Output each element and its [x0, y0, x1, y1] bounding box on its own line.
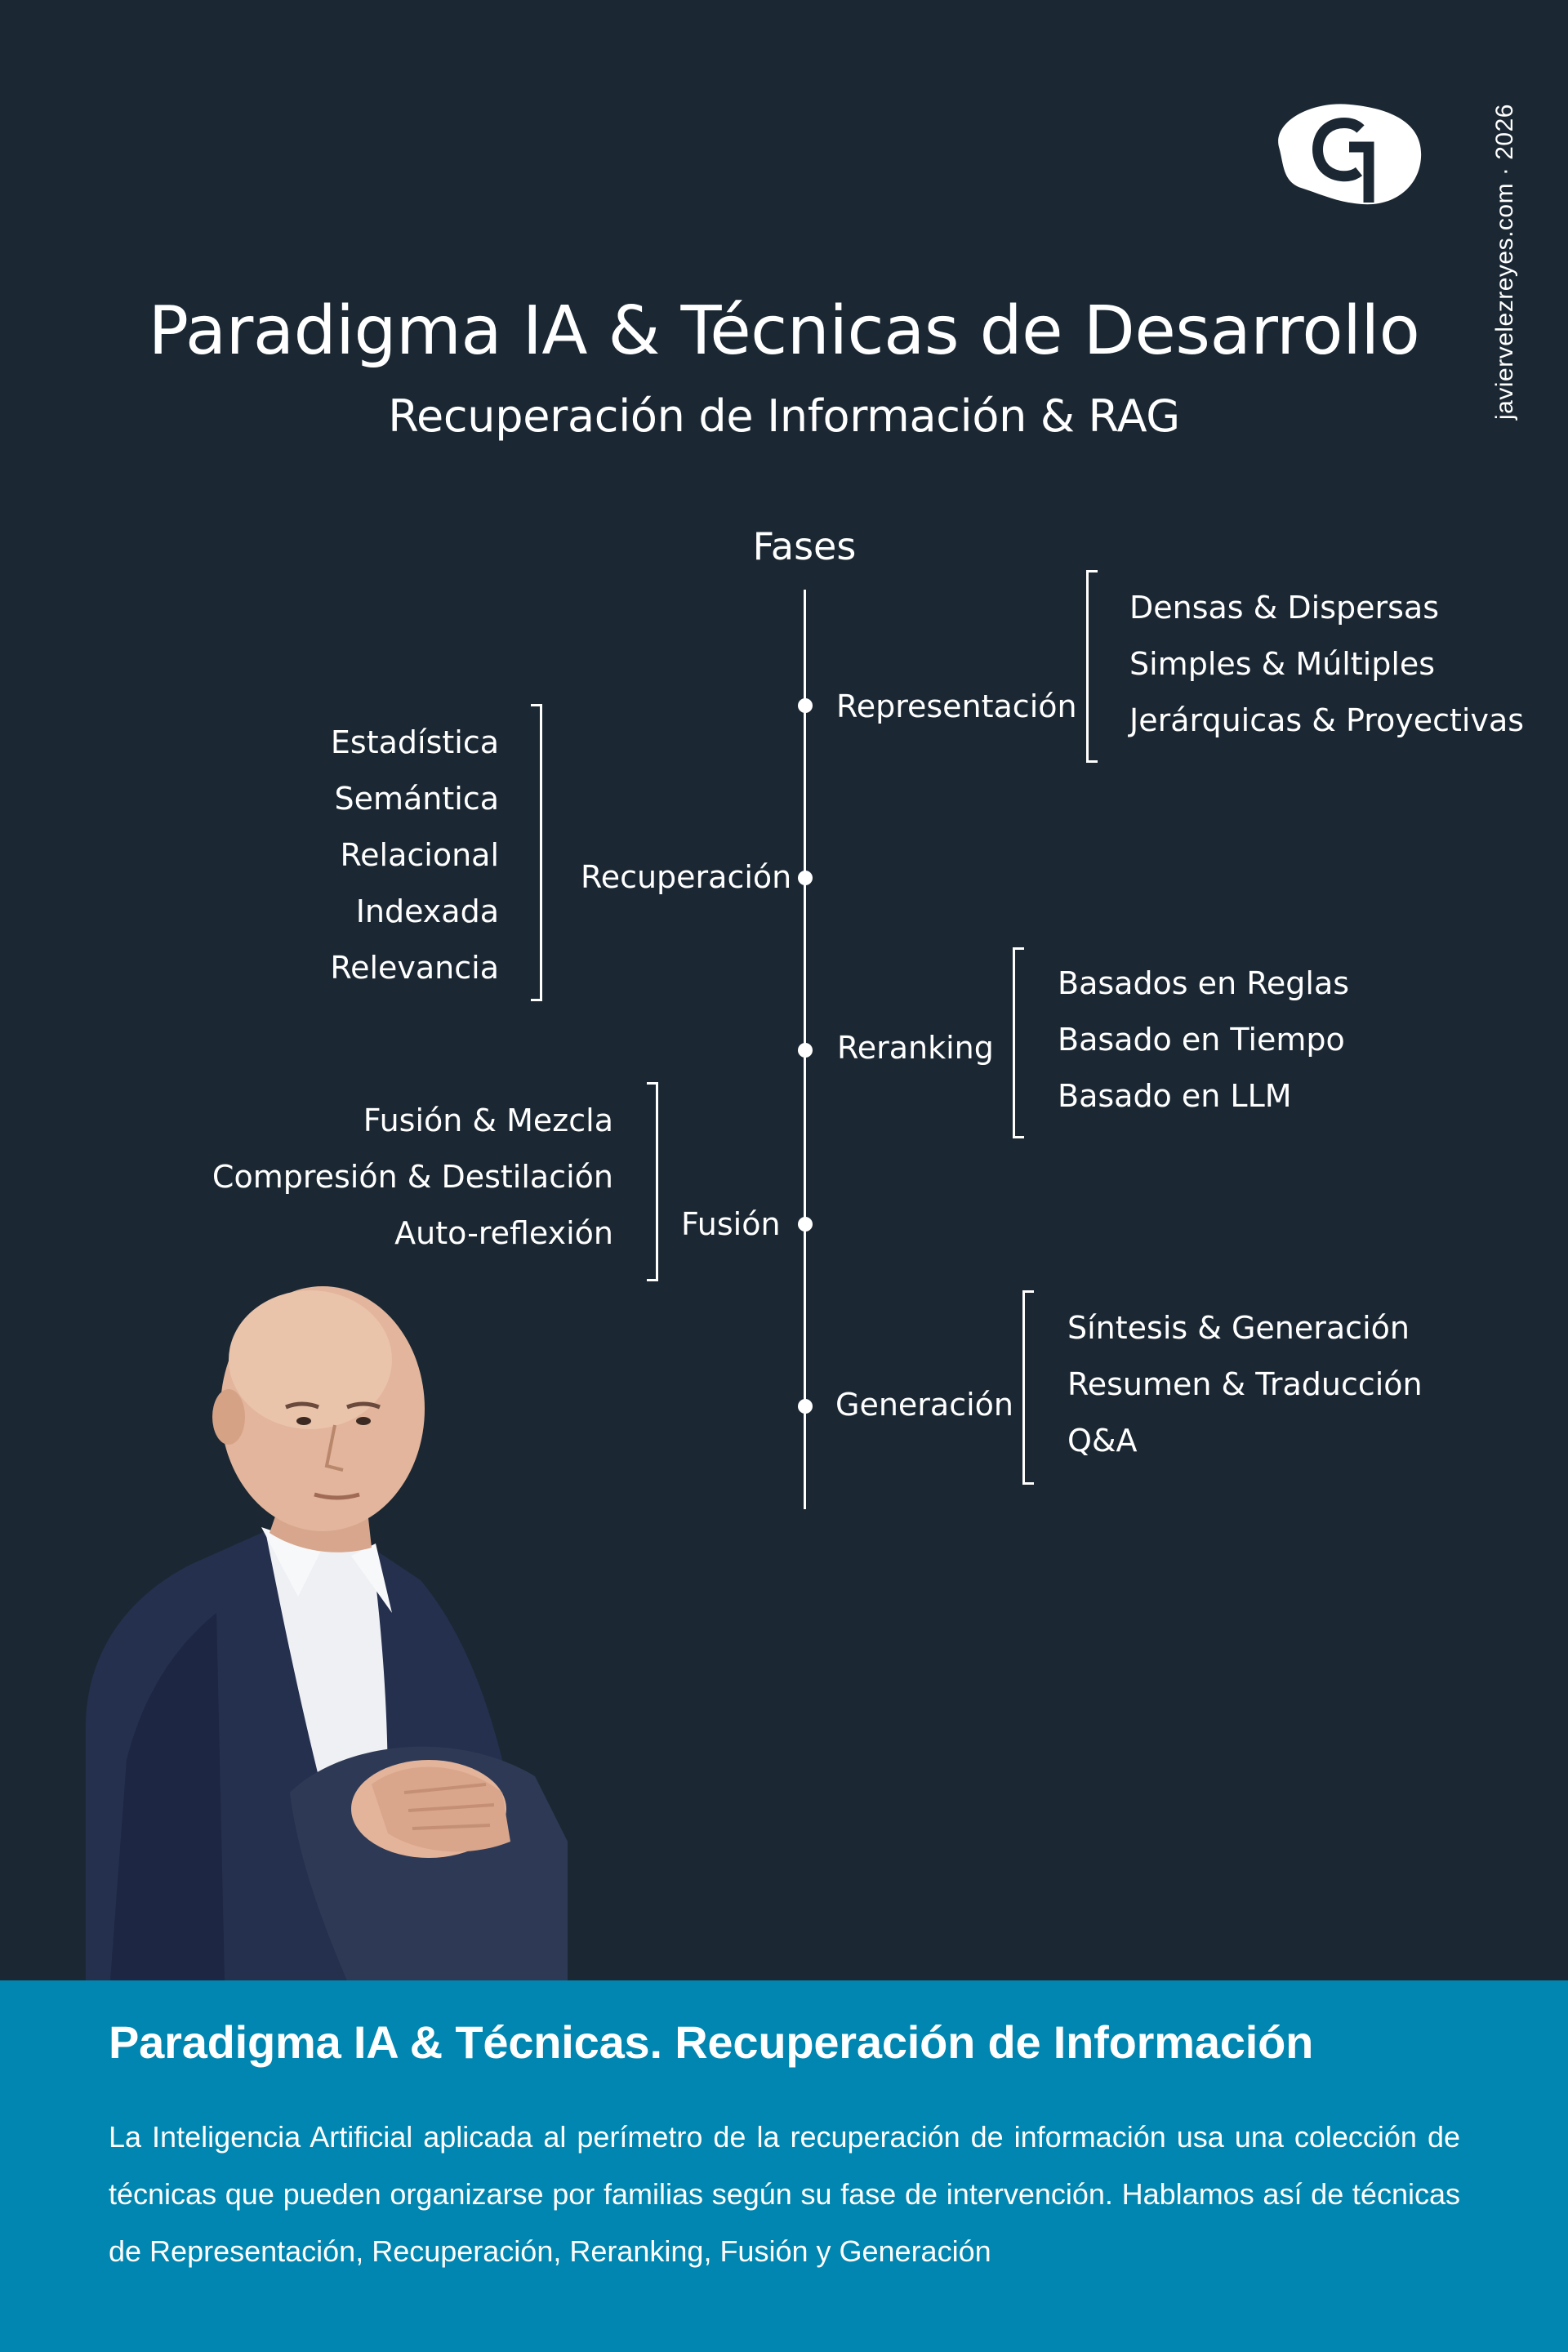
technique-item: Basado en LLM [1058, 1078, 1292, 1114]
technique-list-fusion: Fusión & Mezcla Compresión & Destilación… [212, 1093, 613, 1262]
technique-list-representacion: Densas & Dispersas Simples & Múltiples J… [1129, 580, 1524, 749]
footer-description: La Inteligencia Artificial aplicada al p… [109, 2120, 1460, 2268]
phase-label-generacion: Generación [835, 1387, 1013, 1423]
technique-list-reranking: Basados en Reglas Basado en Tiempo Basad… [1058, 956, 1349, 1125]
footer-title: Paradigma IA & Técnicas. Recuperación de… [109, 2016, 1314, 2068]
technique-list-recuperacion: Estadística Semántica Relacional Indexad… [330, 715, 499, 996]
technique-item: Q&A [1067, 1423, 1138, 1459]
technique-item: Fusión & Mezcla [363, 1102, 613, 1138]
technique-item: Resumen & Traducción [1067, 1366, 1423, 1402]
logo-icon [1278, 104, 1422, 205]
node-dot-recuperacion [798, 871, 813, 885]
node-dot-fusion [798, 1217, 813, 1232]
node-dot-generacion [798, 1399, 813, 1414]
bracket-recuperacion [531, 704, 542, 1001]
technique-item: Basado en Tiempo [1058, 1022, 1345, 1058]
phase-label-representacion: Representación [836, 688, 1077, 724]
phase-label-reranking: Reranking [837, 1030, 994, 1066]
node-dot-reranking [798, 1043, 813, 1058]
technique-item: Auto-reflexión [394, 1215, 613, 1251]
diagram-root-label: Fases [752, 524, 857, 568]
author-photo [86, 1286, 568, 1980]
page-subtitle: Recuperación de Información & RAG [388, 390, 1180, 442]
technique-item: Basados en Reglas [1058, 965, 1350, 1001]
footer-band [0, 1980, 1568, 2352]
phase-label-fusion: Fusión [681, 1206, 781, 1242]
technique-item: Densas & Dispersas [1129, 590, 1440, 626]
bracket-fusion [647, 1082, 658, 1281]
technique-item: Compresión & Destilación [212, 1159, 613, 1195]
bracket-generacion [1022, 1290, 1034, 1485]
technique-item: Indexada [355, 893, 499, 929]
technique-item: Simples & Múltiples [1129, 646, 1436, 682]
phase-label-recuperacion: Recuperación [581, 859, 792, 895]
technique-item: Semántica [334, 781, 499, 817]
page-title: Paradigma IA & Técnicas de Desarrollo [148, 292, 1420, 370]
technique-item: Estadística [330, 724, 499, 760]
node-dot-representacion [798, 698, 813, 713]
technique-item: Jerárquicas & Proyectivas [1129, 702, 1525, 738]
bracket-representacion [1086, 570, 1098, 763]
technique-item: Relacional [340, 837, 499, 873]
technique-item: Síntesis & Generación [1067, 1310, 1410, 1346]
technique-item: Relevancia [330, 950, 499, 986]
technique-list-generacion: Síntesis & Generación Resumen & Traducci… [1067, 1300, 1423, 1469]
bracket-reranking [1013, 947, 1024, 1138]
